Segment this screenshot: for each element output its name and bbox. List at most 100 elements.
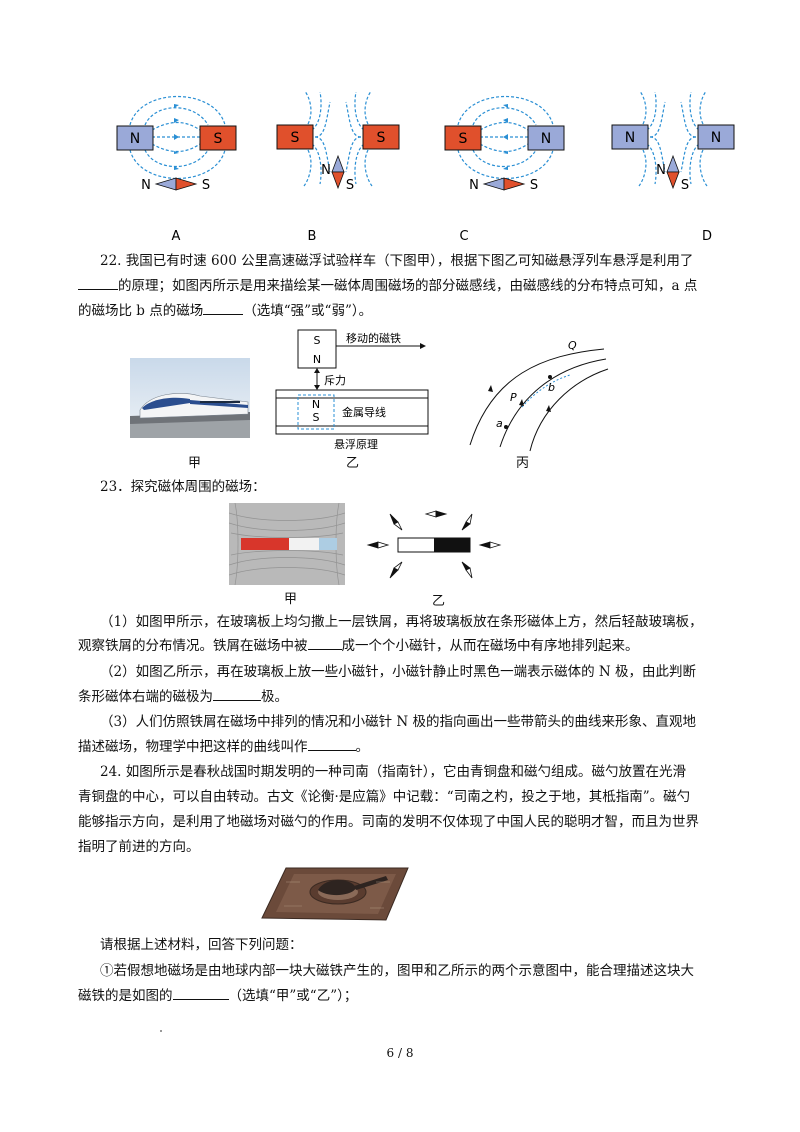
option-a-figure: N S N S A	[116, 96, 237, 244]
label-p: P	[510, 391, 517, 404]
q23-p2-tail: 极。	[261, 689, 288, 705]
compass-needle	[666, 154, 680, 190]
magnet-left	[116, 125, 154, 151]
q24-line2: 青铜盘的中心，可以自由转动。古文《论衡·是应篇》中记载：“司南之杓，投之于地，其…	[78, 789, 691, 805]
q22-line1: 22. 我国已有时速 600 公里高速磁浮试验样车（下图甲），根据下图乙可知磁悬…	[100, 253, 694, 269]
needle-label-n: N	[656, 163, 666, 178]
q24-sub1-tail: （选填“甲”或“乙”）；	[228, 988, 358, 1004]
magnet-left-pole: N	[625, 130, 635, 146]
q24-line3: 能够指示方向，是利用了地磁场对磁勺的作用。司南的发明不仅体现了中国人民的聪明才智…	[78, 814, 699, 830]
magnet-right-pole: N	[541, 131, 551, 147]
label-a: a	[496, 417, 503, 430]
small-dot	[160, 1030, 162, 1032]
levitation-principle-diagram: S N 移动的磁铁 斥力 N S 金属导线 悬浮原理	[275, 329, 429, 451]
q24-sub1-line1: ①若假想地磁场是由地球内部一块大磁铁产生的，图甲和乙所示的两个示意图中，能合理描…	[100, 963, 694, 979]
q23-p1-line1: （1）如图甲所示，在玻璃板上均匀撒上一层铁屑，再将玻璃板放在条形磁体上方，然后轻…	[100, 614, 703, 630]
point-b	[548, 375, 552, 379]
q23-p2-line1: （2）如图乙所示，再在玻璃板上放一些小磁针，小磁针静止时黑色一端表示磁体的 N …	[100, 664, 696, 680]
q23-blank-1[interactable]	[307, 635, 342, 650]
moving-magnet-label: 移动的磁铁	[346, 331, 401, 345]
wire-n-pole: N	[312, 398, 320, 411]
magnet-left-pole: S	[459, 131, 468, 147]
q23-p1-line2: 观察铁屑的分布情况。铁屑在磁场中被 成一个个小磁针，从而在磁场中有序地排列起来。	[78, 635, 639, 657]
compass-bottom-right	[461, 561, 473, 579]
caption-yi-22: 乙	[346, 456, 360, 471]
compass-needle	[331, 154, 345, 190]
q24-sub1-line2: 磁铁的是如图的 （选填“甲”或“乙”）；	[78, 985, 357, 1007]
q23-title: 23．探究磁体周围的磁场：	[100, 479, 266, 495]
magnet-right-pole: S	[214, 131, 223, 147]
q24-line1: 24. 如图所示是春秋战国时期发明的一种司南（指南针），它由青铜盘和磁勺组成。磁…	[100, 764, 687, 780]
q22-blank-2[interactable]	[203, 300, 244, 315]
q22-blank-1[interactable]	[78, 275, 118, 290]
q24-sub1-text: 磁铁的是如图的	[78, 988, 173, 1004]
moving-magnet	[297, 329, 337, 369]
caption-bing-22: 丙	[516, 456, 530, 471]
wire-s-pole: S	[313, 411, 320, 424]
q23-p1-text: 观察铁屑的分布情况。铁屑在磁场中被	[78, 638, 308, 654]
needle-label-n: N	[141, 178, 151, 193]
magnet-right-pole: N	[711, 130, 721, 146]
q24-prompt: 请根据上述材料，回答下列问题：	[100, 937, 303, 953]
q23-p3-line1: （3）人们仿照铁屑在磁场中排列的情况和小磁针 N 极的指向画出一些带箭头的曲线来…	[100, 714, 696, 730]
needle-label-n: N	[321, 163, 331, 178]
page-number: 6 / 8	[386, 1046, 414, 1060]
compass-needle	[482, 177, 526, 191]
magnet-left-pole: S	[291, 130, 300, 146]
label-b: b	[548, 381, 555, 394]
option-d-figure: N N N S D	[611, 92, 735, 244]
q22-line3-text: 的磁场比 b 点的磁场	[78, 303, 204, 319]
compass-top-right	[461, 513, 473, 531]
repel-label: 斥力	[324, 374, 346, 387]
compass-left	[366, 541, 390, 549]
compass-top	[424, 510, 448, 518]
caption-jia-23: 甲	[284, 592, 298, 607]
caption-yi-23: 乙	[432, 594, 446, 609]
q21-figures: N S N S A S S	[116, 92, 735, 244]
option-label: B	[308, 229, 317, 244]
magnet-right-pole: S	[377, 130, 386, 146]
q23-p3-line2: 描述磁场，物理学中把这样的曲线叫作 。	[78, 736, 369, 758]
q22-line2-text: 的原理；如图丙所示是用来描绘某一磁体周围磁场的部分磁感线，由磁感线的分布特点可知…	[118, 278, 698, 294]
compass-right	[478, 541, 502, 549]
q23-blank-2[interactable]	[213, 686, 261, 701]
maglev-train-photo	[130, 358, 250, 438]
option-b-figure: S S N S B	[276, 92, 400, 244]
needle-label-s: S	[346, 178, 354, 193]
needle-label-s: S	[202, 178, 210, 193]
q22-line2: 的原理；如图丙所示是用来描绘某一磁体周围磁场的部分磁感线，由磁感线的分布特点可知…	[78, 275, 697, 297]
needle-label-s: S	[681, 178, 689, 193]
compass-top-left	[389, 513, 403, 531]
option-c-figure: S N N S C	[444, 96, 565, 244]
q24-line4: 指明了前进的方向。	[78, 839, 200, 855]
metal-wire-band	[275, 389, 429, 435]
option-label: C	[459, 229, 468, 244]
q23-p3-text: 描述磁场，物理学中把这样的曲线叫作	[78, 739, 308, 755]
q23-p2-text: 条形磁体右端的磁极为	[78, 689, 213, 705]
moving-magnet-top-pole: S	[314, 334, 321, 347]
compass-needle	[154, 177, 198, 191]
option-label: D	[702, 229, 712, 244]
sinan-compass-photo	[256, 862, 414, 926]
levitation-caption: 悬浮原理	[334, 438, 378, 451]
magnet-left-pole: N	[130, 131, 140, 147]
magnet-right	[199, 125, 237, 151]
moving-magnet-bottom-pole: N	[313, 353, 321, 366]
compass-around-magnet	[366, 510, 502, 579]
compass-bottom-left	[389, 561, 403, 579]
point-a	[504, 425, 508, 429]
q22-line3: 的磁场比 b 点的磁场（选填“强”或“弱”）。	[78, 300, 372, 322]
field-lines-diagram: Q b P a	[469, 339, 609, 452]
q23-blank-3[interactable]	[307, 736, 356, 751]
q23-p3-tail: 。	[355, 739, 370, 755]
q23-p2-line2: 条形磁体右端的磁极为 极。	[78, 686, 288, 708]
q24-blank-1[interactable]	[172, 985, 229, 1000]
needle-label-s: S	[530, 178, 538, 193]
caption-jia-22: 甲	[188, 456, 202, 471]
iron-filings-photo	[229, 503, 345, 585]
bar-magnet-right-end	[434, 538, 470, 552]
option-label: A	[172, 229, 181, 244]
q23-p1-tail: 成一个个小磁针，从而在磁场中有序地排列起来。	[341, 638, 639, 654]
metal-wire-label: 金属导线	[342, 405, 386, 419]
needle-label-n: N	[469, 178, 479, 193]
